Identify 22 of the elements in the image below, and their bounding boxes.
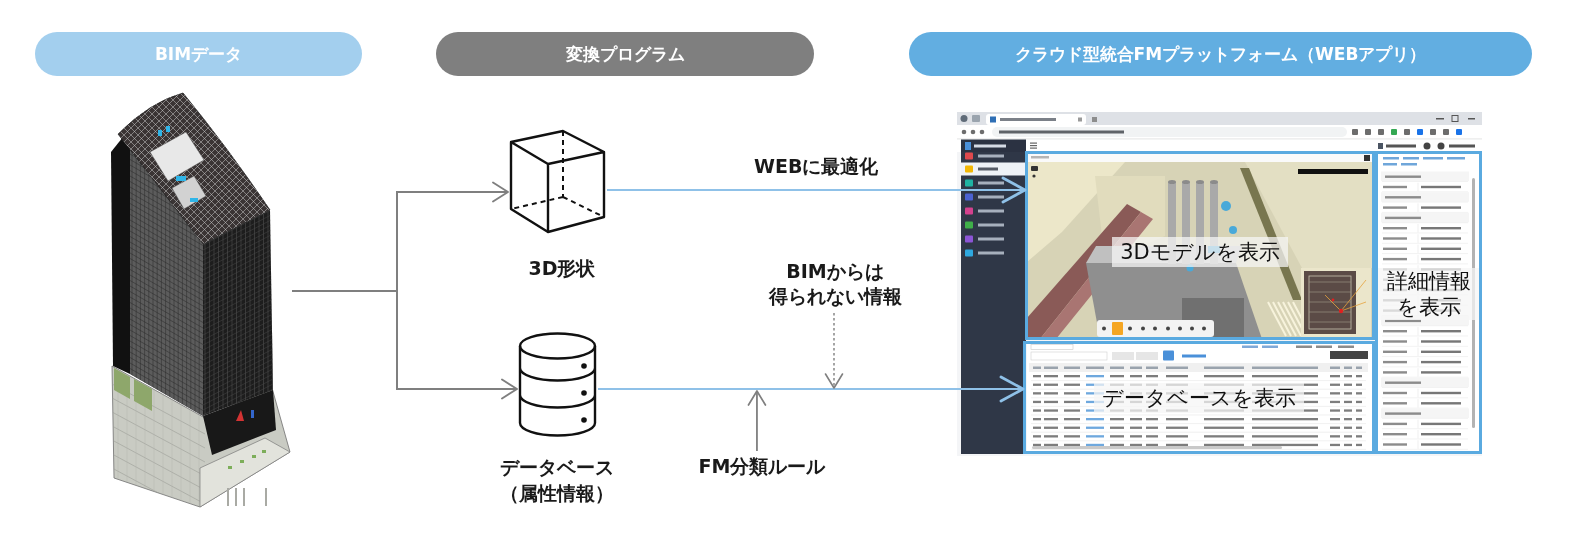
arrow: [291, 290, 518, 400]
icon-caption: データベース（属性情報）: [499, 455, 615, 506]
overlay-label: 詳細情報を表示: [1378, 268, 1479, 320]
heading-pill: BIMデータ: [35, 32, 362, 76]
arrow: [747, 390, 767, 452]
highlight-frame: [1023, 341, 1375, 454]
overlay-label: 3Dモデルを表示: [1112, 237, 1288, 267]
arrow: [824, 312, 844, 389]
icon-caption: 3D形状: [528, 256, 596, 281]
note-text: BIMからは得られない情報: [766, 259, 904, 309]
arrow: [597, 375, 1025, 403]
cube-icon: [508, 129, 607, 235]
edge-label: WEBに最適化: [754, 153, 879, 179]
database-icon: [517, 331, 598, 438]
arrow: [606, 176, 1027, 204]
heading-pill: 変換プログラム: [436, 32, 814, 76]
highlight-frame: [1375, 151, 1482, 454]
note-text: FM分類ルール: [698, 454, 826, 479]
overlay-label: データベースを表示: [1094, 383, 1304, 413]
heading-pill: クラウド型統合FMプラットフォーム（WEBアプリ）: [909, 32, 1532, 76]
building-model-picture: [110, 91, 292, 509]
highlight-frame: [1025, 151, 1375, 340]
